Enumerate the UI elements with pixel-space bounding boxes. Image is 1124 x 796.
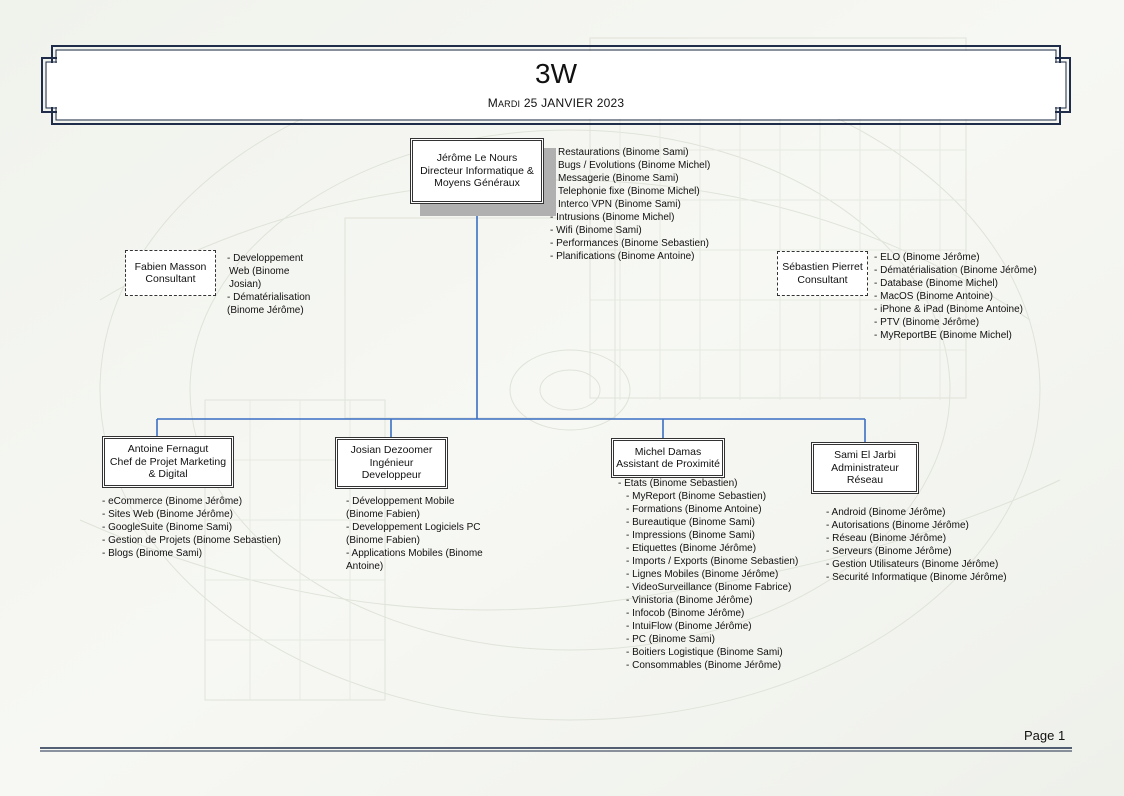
michel-task: - VideoSurveillance (Binome Fabrice) [626,582,792,593]
sebastien-task: - Dématérialisation (Binome Jérôme) [874,265,1037,276]
michel-task: - Etiquettes (Binome Jérôme) [626,543,757,554]
michel-name: Michel Damas [634,445,702,458]
antoine-task: - Gestion de Projets (Binome Sebastien) [102,535,281,546]
antoine-title-line1: Chef de Projet Marketing [109,455,227,468]
josian-task: (Binome Fabien) [346,509,420,520]
director-task: Interco VPN (Binome Sami) [558,199,681,210]
sami-title-line2: Réseau [846,474,884,487]
sami-task: - Android (Binome Jérôme) [826,507,946,518]
fabien-task: (Binome Jérôme) [227,305,304,316]
date-word: 25 [523,96,538,110]
michel-box: Michel Damas Assistant de Proximité [611,438,725,478]
fabien-task: - Dématérialisation [227,292,311,303]
sebastien-task: - MyReportBE (Binome Michel) [874,330,1012,341]
page-title: 3W [535,58,577,89]
michel-task: - IntuiFlow (Binome Jérôme) [626,621,752,632]
sami-task: - Autorisations (Binome Jérôme) [826,520,969,531]
sami-title-line1: Administrateur [831,461,899,474]
sebastien-name: Sébastien Pierret [782,261,863,273]
michel-task: - Consommables (Binome Jérôme) [626,660,782,671]
director-box: Jérôme Le Nours Directeur Informatique &… [410,138,544,204]
josian-task: - Applications Mobiles (Binome [346,548,483,559]
michel-task: - Etats (Binome Sebastien) [618,478,738,489]
director-task: - Planifications (Binome Antoine) [550,251,695,262]
josian-title-line2: Developpeur [361,469,422,482]
antoine-task: - Sites Web (Binome Jérôme) [102,509,233,520]
josian-title-line1: Ingénieur [369,456,414,469]
sami-box: Sami El Jarbi Administrateur Réseau [811,442,919,494]
michel-task: - PC (Binome Sami) [626,634,715,645]
sebastien-box: Sébastien Pierret Consultant [777,251,868,296]
fabien-box: Fabien Masson Consultant [125,250,216,296]
josian-name: Josian Dezoomer [350,444,433,457]
michel-task: - Impressions (Binome Sami) [626,530,755,541]
michel-task: - Formations (Binome Antoine) [626,504,762,515]
page-number: Page 1 [1024,728,1066,743]
sebastien-task: - ELO (Binome Jérôme) [874,252,980,263]
michel-task: - Bureautique (Binome Sami) [626,517,755,528]
sami-name: Sami El Jarbi [834,449,896,462]
sebastien-task: - iPhone & iPad (Binome Antoine) [874,304,1023,315]
director-title-line1: Directeur Informatique & [420,164,534,177]
josian-task: - Développement Mobile [346,496,455,507]
director-task-list: Restaurations (Binome Sami) Bugs / Evolu… [550,146,710,263]
josian-box: Josian Dezoomer Ingénieur Developpeur [335,437,448,489]
date-word: MARDI [487,96,521,110]
date-word: 2023 [596,96,625,110]
antoine-task: - GoogleSuite (Binome Sami) [102,522,233,533]
sami-task: - Gestion Utilisateurs (Binome Jérôme) [826,559,999,570]
director-task: - Performances (Binome Sebastien) [550,238,709,249]
fabien-name: Fabien Masson [134,260,207,273]
sebastien-task: - MacOS (Binome Antoine) [874,291,993,302]
director-task: Telephonie fixe (Binome Michel) [558,186,700,197]
josian-task-list: - Développement Mobile (Binome Fabien) -… [346,495,483,573]
fabien-role: Consultant [145,273,196,285]
sebastien-task-list: - ELO (Binome Jérôme) - Dématérialisatio… [874,251,1037,342]
michel-task: - Imports / Exports (Binome Sebastien) [626,556,799,567]
michel-task: - MyReport (Binome Sebastien) [626,491,767,502]
michel-task: - Lignes Mobiles (Binome Jérôme) [626,569,779,580]
sami-task-list: - Android (Binome Jérôme) - Autorisation… [826,506,1007,584]
antoine-title-line2: & Digital [148,468,188,481]
michel-task-list: - Etats (Binome Sebastien) - MyReport (B… [618,477,798,672]
director-task: - Intrusions (Binome Michel) [550,212,675,223]
michel-title: Assistant de Proximité [616,458,720,470]
director-task: Bugs / Evolutions (Binome Michel) [558,160,711,171]
title-frame-border [41,45,1071,125]
fabien-task-list: - Developpement Web (Binome Josian) - Dé… [227,252,310,317]
sami-task: - Serveurs (Binome Jérôme) [826,546,952,557]
sebastien-role: Consultant [797,273,848,286]
director-task: Restaurations (Binome Sami) [558,147,689,158]
director-task: - Wifi (Binome Sami) [550,225,642,236]
josian-task: Antoine) [346,561,384,572]
michel-task: - Infocob (Binome Jérôme) [626,608,745,619]
antoine-box: Antoine Fernagut Chef de Projet Marketin… [102,436,234,488]
michel-task: - Vinistoria (Binome Jérôme) [626,595,753,606]
sami-task: - Réseau (Binome Jérôme) [826,533,947,544]
date-word: JANVIER [541,96,594,110]
josian-task: - Developpement Logiciels PC [346,522,481,533]
fabien-task: - Developpement [227,253,304,264]
fabien-task: Web (Binome [229,266,290,277]
antoine-name: Antoine Fernagut [127,443,209,456]
josian-task: (Binome Fabien) [346,535,420,546]
antoine-task-list: - eCommerce (Binome Jérôme) - Sites Web … [102,495,281,560]
director-name: Jérôme Le Nours [436,152,518,165]
director-title-line2: Moyens Généraux [434,177,520,190]
sebastien-task: - Database (Binome Michel) [874,278,998,289]
sebastien-task: - PTV (Binome Jérôme) [874,317,980,328]
antoine-task: - Blogs (Binome Sami) [102,548,203,559]
sami-task: - Securité Informatique (Binome Jérôme) [826,572,1007,583]
director-task: Messagerie (Binome Sami) [558,173,679,184]
footer-rule [40,747,1072,752]
fabien-task: Josian) [229,279,262,290]
michel-task: - Boitiers Logistique (Binome Sami) [626,647,783,658]
antoine-task: - eCommerce (Binome Jérôme) [102,496,243,507]
page-date: MARDI 25 JANVIER 2023 [40,96,1072,110]
title-banner: 3W MARDI 25 JANVIER 2023 [40,44,1072,126]
